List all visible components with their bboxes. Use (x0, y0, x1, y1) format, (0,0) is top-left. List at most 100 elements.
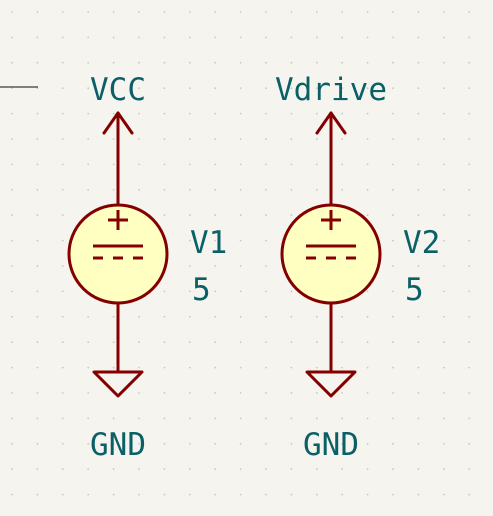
grid-dot (265, 341, 267, 344)
ground-net-label[interactable]: GND (90, 427, 146, 463)
grid-dot (290, 366, 293, 369)
grid-dot (468, 265, 471, 267)
grid-dot (188, 265, 191, 267)
grid-dot (265, 493, 267, 496)
grid-dot (341, 417, 344, 420)
grid-dot (163, 468, 166, 471)
grid-dot (315, 11, 318, 13)
grid-dot (366, 442, 369, 445)
power-net-label[interactable]: Vdrive (275, 72, 387, 108)
grid-dot (265, 265, 267, 267)
reference-label[interactable]: V2 (403, 225, 440, 261)
grid-dot (11, 493, 13, 496)
grid-dot (366, 163, 369, 166)
grid-dot (366, 366, 369, 369)
grid-dot (36, 163, 39, 166)
grid-dot (163, 61, 166, 64)
reference-label[interactable]: V1 (190, 225, 227, 261)
grid-dot (366, 36, 369, 39)
grid-dot (392, 493, 394, 496)
grid-dot (315, 112, 318, 115)
grid-dot (392, 87, 394, 90)
grid-dot (290, 290, 293, 293)
grid-dot (61, 315, 64, 318)
grid-dot (442, 315, 445, 318)
grid-dot (417, 442, 420, 445)
grid-dot (214, 341, 217, 344)
grid-dot (239, 112, 242, 115)
grid-dot (61, 163, 64, 166)
grid-dot (468, 188, 471, 191)
grid-dot (290, 61, 293, 64)
grid-dot (290, 341, 293, 344)
grid-dot (138, 315, 140, 318)
grid-dot (392, 366, 394, 369)
grid-dot (366, 87, 369, 90)
grid-dot (366, 112, 369, 115)
grid-dot (214, 265, 217, 267)
ground-icon (92, 303, 144, 398)
grid-dot (138, 11, 140, 13)
grid-dot (341, 442, 344, 445)
grid-dot (442, 214, 445, 217)
grid-dot (163, 87, 166, 90)
grid-dot (163, 36, 166, 39)
grid-dot (442, 239, 445, 242)
grid-dot (366, 290, 369, 293)
grid-dot (112, 188, 115, 191)
grid-dot (366, 188, 369, 191)
grid-dot (36, 315, 39, 318)
grid-dot (214, 493, 217, 496)
grid-dot (138, 61, 140, 64)
source-v1[interactable]: VCC V1 5 GND (67, 72, 227, 463)
grid-dot (392, 138, 394, 140)
grid-dot (468, 138, 471, 140)
value-label[interactable]: 5 (192, 272, 211, 308)
source-v2[interactable]: Vdrive V2 5 GND (275, 72, 440, 463)
grid-dot (315, 163, 318, 166)
grid-dot (138, 36, 140, 39)
grid-dot (468, 112, 471, 115)
grid-dot (239, 442, 242, 445)
grid-dot (341, 188, 344, 191)
grid-dot (315, 87, 318, 90)
grid-dot (188, 87, 191, 90)
grid-dot (214, 417, 217, 420)
grid-dot (468, 315, 471, 318)
grid-dot (87, 493, 90, 496)
grid-dot (341, 315, 344, 318)
grid-dot (392, 315, 394, 318)
power-net-label[interactable]: VCC (90, 72, 146, 108)
grid-dot (239, 392, 242, 394)
grid-dot (290, 417, 293, 420)
grid-dot (61, 112, 64, 115)
grid-dot (239, 138, 242, 140)
grid-dot (392, 112, 394, 115)
grid-dot (265, 366, 267, 369)
grid-dot (290, 392, 293, 394)
grid-dot (214, 214, 217, 217)
grid-dot (188, 163, 191, 166)
grid-dot (87, 112, 90, 115)
grid-dot (468, 239, 471, 242)
grid-dot (315, 61, 318, 64)
grid-dot (11, 239, 13, 242)
grid-dot (188, 442, 191, 445)
grid-dot (265, 214, 267, 217)
grid-dot (315, 493, 318, 496)
grid-dot (112, 138, 115, 140)
grid-dot (87, 188, 90, 191)
grid-dot (442, 341, 445, 344)
grid-dot (214, 442, 217, 445)
grid-dot (341, 87, 344, 90)
grid-dot (341, 341, 344, 344)
grid-dot (265, 417, 267, 420)
grid-dot (366, 214, 369, 217)
ground-net-label[interactable]: GND (303, 427, 359, 463)
value-label[interactable]: 5 (405, 272, 424, 308)
grid-dot (290, 163, 293, 166)
grid-dot (265, 188, 267, 191)
grid-dot (392, 442, 394, 445)
grid-dot (468, 366, 471, 369)
